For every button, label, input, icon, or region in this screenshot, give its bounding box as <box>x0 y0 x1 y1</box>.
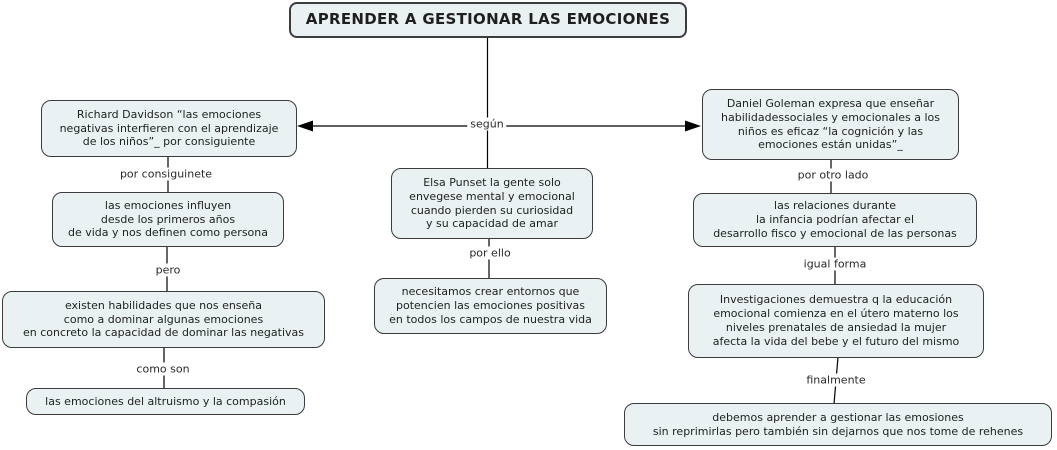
node-emociones-influyen[interactable]: las emociones influyen desde los primero… <box>52 192 284 247</box>
node-richard-davidson[interactable]: Richard Davidson “las emociones negativa… <box>41 100 297 157</box>
node-existen-habilidades[interactable]: existen habilidades que nos enseña como … <box>2 291 325 348</box>
node-elsa-punset[interactable]: Elsa Punset la gente solo envegese menta… <box>391 168 593 239</box>
node-crear-entornos[interactable]: necesitamos crear entornos que potencien… <box>374 278 607 334</box>
link-label-por-ello[interactable]: por ello <box>466 246 514 260</box>
node-daniel-goleman[interactable]: Daniel Goleman expresa que enseñar habil… <box>702 89 959 160</box>
node-relaciones-infancia[interactable]: las relaciones durante la infancia podrí… <box>693 193 977 247</box>
node-investigaciones[interactable]: Investigaciones demuestra q la educación… <box>688 284 984 358</box>
link-label-por-otro-lado[interactable]: por otro lado <box>794 168 872 182</box>
link-label-igual-forma[interactable]: igual forma <box>800 257 870 271</box>
arrowhead-left <box>297 120 313 132</box>
node-title[interactable]: APRENDER A GESTIONAR LAS EMOCIONES <box>289 2 687 38</box>
link-label-finalmente[interactable]: finalmente <box>803 373 869 387</box>
link-label-por-consiguinete[interactable]: por consiguinete <box>116 167 216 181</box>
link-label-como-son[interactable]: como son <box>133 362 193 376</box>
arrowhead-right <box>685 120 701 132</box>
node-gestionar-emosiones[interactable]: debemos aprender a gestionar las emosion… <box>624 403 1052 446</box>
node-altruismo-compasion[interactable]: las emociones del altruismo y la compasi… <box>26 388 305 415</box>
link-label-segun[interactable]: según <box>467 117 507 131</box>
link-label-pero[interactable]: pero <box>152 263 184 277</box>
